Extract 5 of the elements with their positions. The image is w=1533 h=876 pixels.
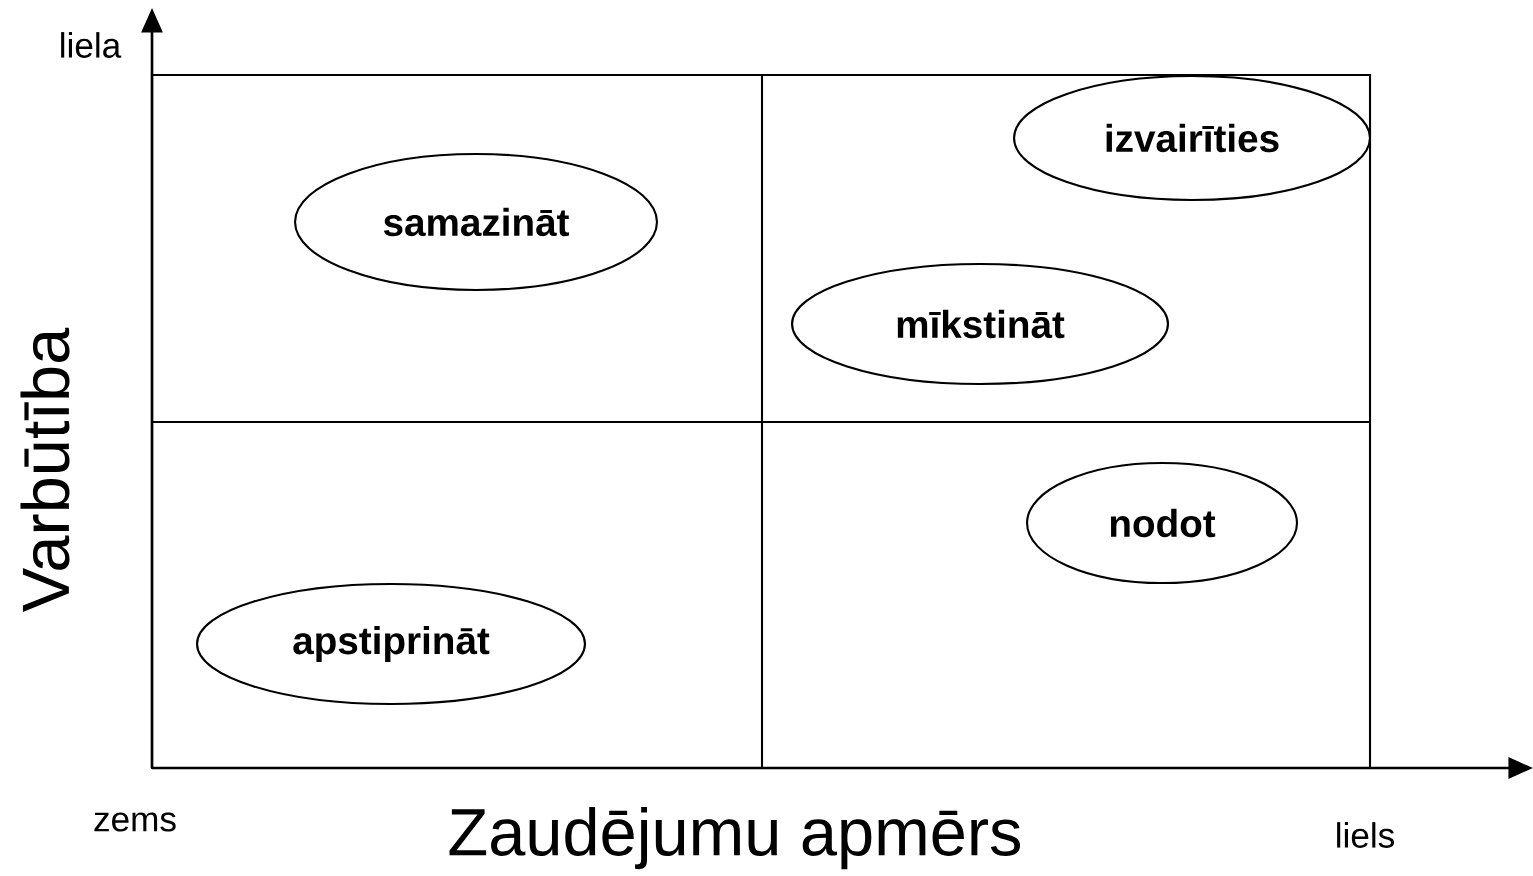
axis-title: Zaudējumu apmērs xyxy=(449,806,1021,870)
axis-label: liels xyxy=(1337,822,1394,848)
axis-label: liela xyxy=(61,32,122,58)
axis-title: Varbūtība xyxy=(20,327,70,612)
axis-label: zems xyxy=(94,812,176,832)
